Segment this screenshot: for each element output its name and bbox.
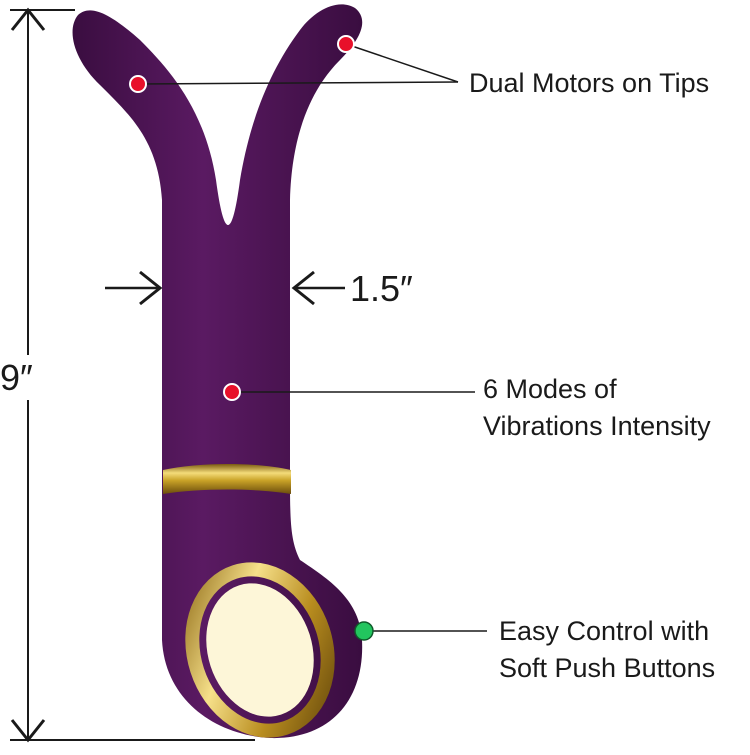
- length-bottom-arrow-icon: [10, 719, 46, 743]
- motor-marker-right: [337, 35, 355, 53]
- gold-ring-handle: [185, 562, 335, 738]
- device-body: [72, 4, 363, 739]
- tips-leader-1: [345, 43, 459, 83]
- tips-leader-2: [137, 81, 459, 85]
- tips-callout: Dual Motors on Tips: [469, 68, 710, 98]
- control-callout-line2: Soft Push Buttons: [499, 653, 716, 683]
- gold-band: [163, 464, 291, 494]
- motor-marker-left: [129, 75, 147, 93]
- width-right-arrow-icon: [291, 270, 315, 306]
- modes-callout-line1: 6 Modes of: [483, 374, 617, 404]
- modes-marker: [223, 383, 241, 401]
- modes-callout-line2: Vibrations Intensity: [483, 411, 711, 441]
- length-label-gap: [8, 355, 48, 400]
- control-marker: [354, 621, 374, 641]
- ring-inner: [206, 583, 314, 717]
- width-left-arrow-icon: [139, 270, 163, 306]
- control-callout-line1: Easy Control with: [499, 616, 710, 646]
- length-dimension-label: 9″: [0, 357, 33, 398]
- width-dimension-label: 1.5″: [350, 268, 413, 309]
- length-top-arrow-icon: [10, 7, 46, 31]
